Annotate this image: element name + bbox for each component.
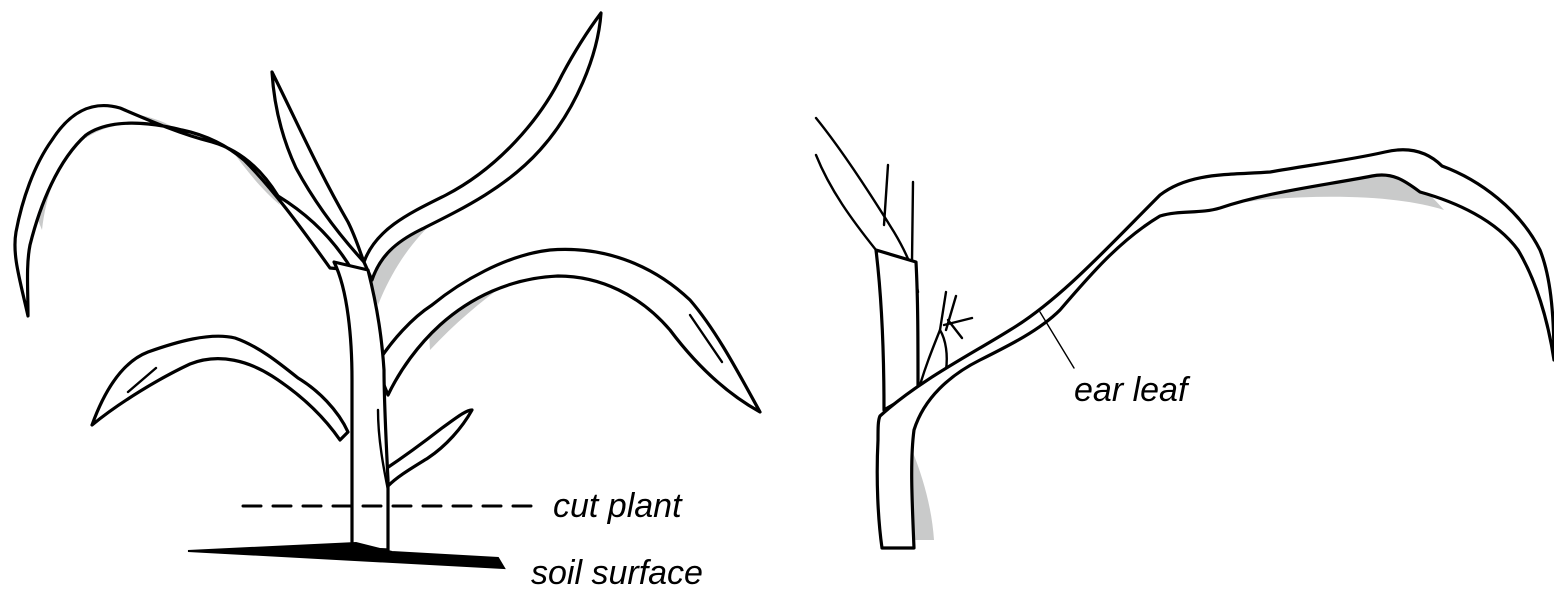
soil-surface-label: soil surface (531, 554, 703, 589)
lower-left-leaf (92, 336, 348, 440)
soil-surface-wedge (188, 543, 504, 568)
cut-plant-label: cut plant (553, 487, 683, 525)
young-corn-plant: cut plant soil surface (15, 13, 760, 589)
ear-leaf-pointer (1040, 312, 1074, 368)
ear-leaf-label: ear leaf (1074, 371, 1191, 409)
upper-stem (912, 182, 913, 262)
stalk-section (876, 250, 918, 410)
leaf-shading (912, 450, 934, 540)
lower-right-leaf (384, 410, 472, 486)
upper-stem (884, 165, 888, 225)
upper-stem (816, 155, 876, 250)
right-leaf (376, 249, 760, 412)
ear-leaf-detail: ear leaf (816, 118, 1554, 548)
ear-leaf (877, 150, 1554, 548)
upper-right-leaf (364, 13, 601, 280)
